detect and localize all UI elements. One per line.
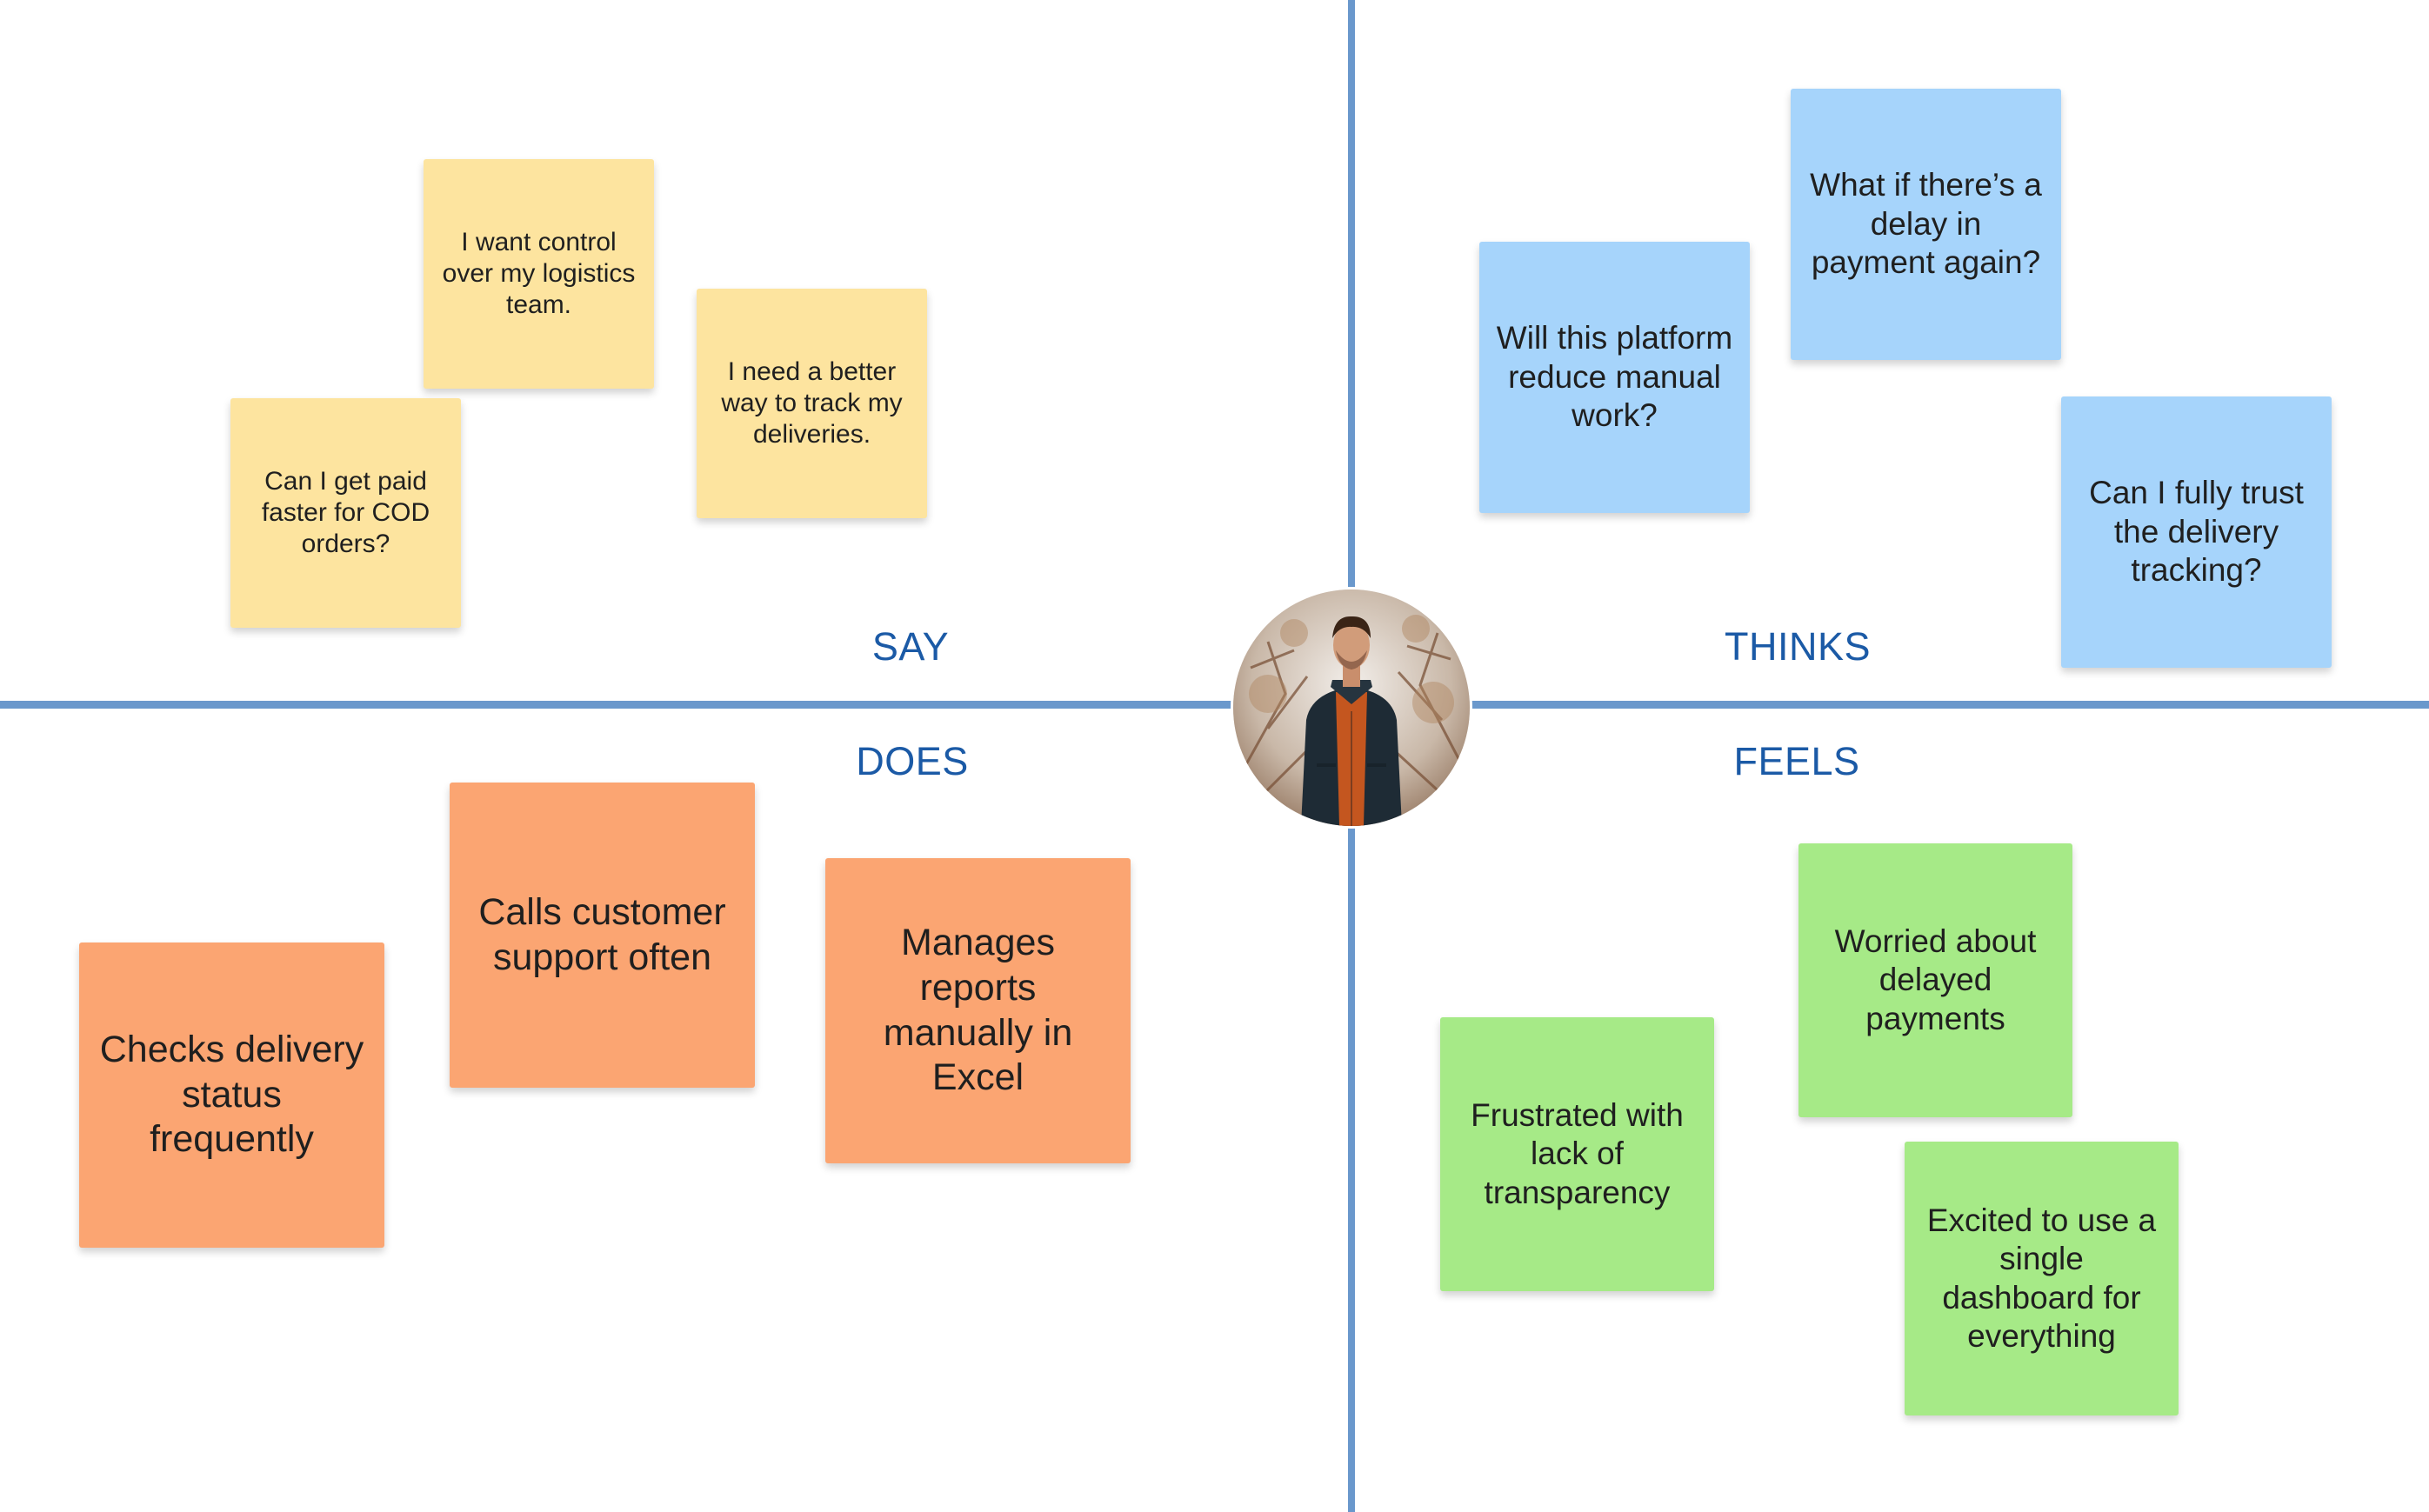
say-note-text: I need a better way to track my deliveri… [721,357,903,449]
does-sticky-note[interactable]: Manages reports manually in Excel [825,858,1131,1163]
thinks-note-text: What if there’s a delay in payment again… [1810,167,2042,281]
does-label: DOES [856,739,969,783]
feels-sticky-note[interactable]: Frustrated with lack of transparency [1440,1017,1714,1291]
does-note-text: Checks delivery status frequently [99,1029,364,1161]
thinks-sticky-note[interactable]: Can I fully trust the delivery tracking? [2061,396,2332,668]
thinks-note-text: Will this platform reduce manual work? [1496,320,1733,434]
does-sticky-note[interactable]: Checks delivery status frequently [79,943,384,1248]
does-sticky-note[interactable]: Calls customer support often [450,783,755,1088]
persona-avatar [1233,589,1470,826]
thinks-note-text: Can I fully trust the delivery tracking? [2089,475,2304,589]
feels-note-text: Frustrated with lack of transparency [1471,1096,1684,1210]
say-sticky-note[interactable]: I want control over my logistics team. [424,159,654,389]
feels-note-text: Worried about delayed payments [1834,923,2037,1036]
thinks-sticky-note[interactable]: Will this platform reduce manual work? [1479,242,1750,513]
feels-label: FEELS [1733,739,1860,783]
persona-photo-icon [1233,589,1470,826]
horizontal-divider [0,701,2429,709]
feels-sticky-note[interactable]: Worried about delayed payments [1798,843,2072,1117]
say-note-text: Can I get paid faster for COD orders? [261,467,430,558]
feels-sticky-note[interactable]: Excited to use a single dashboard for ev… [1905,1142,2179,1415]
feels-note-text: Excited to use a single dashboard for ev… [1926,1202,2157,1354]
thinks-label: THINKS [1724,624,1872,669]
does-note-text: Calls customer support often [478,890,726,978]
say-label: SAY [871,624,950,669]
thinks-sticky-note[interactable]: What if there’s a delay in payment again… [1791,89,2061,360]
does-note-text: Manages reports manually in Excel [883,922,1073,1099]
say-sticky-note[interactable]: Can I get paid faster for COD orders? [230,398,461,628]
say-note-text: I want control over my logistics team. [442,228,636,319]
say-sticky-note[interactable]: I need a better way to track my deliveri… [697,289,927,518]
